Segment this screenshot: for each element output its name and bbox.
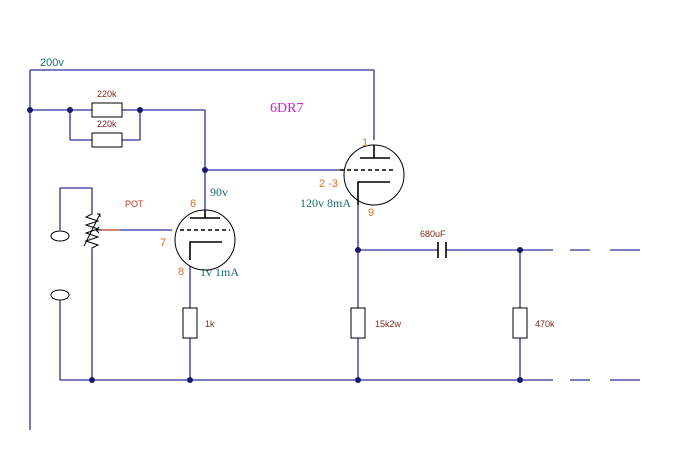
junction-dot bbox=[67, 107, 73, 113]
junction-dot bbox=[355, 247, 361, 253]
v2-cathode-voltage: 120v 8mA bbox=[300, 196, 351, 210]
capacitor-label: 680uF bbox=[420, 229, 446, 239]
resistor-15k2w bbox=[350, 307, 366, 339]
resistor-1k-label: 1k bbox=[205, 319, 215, 329]
v2-plate-pin: 1 bbox=[362, 137, 368, 149]
supply-voltage-label: 200v bbox=[40, 57, 64, 69]
tube-type-label: 6DR7 bbox=[270, 101, 303, 116]
v1-cathode-voltage: 1v 1mA bbox=[200, 265, 239, 279]
resistor-470k-label: 470k bbox=[535, 319, 555, 329]
tube-v1 bbox=[174, 209, 236, 271]
junction-dot bbox=[137, 107, 143, 113]
resistor-220k-bottom bbox=[91, 132, 123, 148]
junction-dot bbox=[517, 247, 523, 253]
v1-cathode-pin: 8 bbox=[178, 266, 184, 278]
resistor-15k2w-label: 15k2w bbox=[375, 319, 402, 329]
v2-cathode-pin: 9 bbox=[368, 207, 374, 219]
wiring bbox=[29, 69, 640, 430]
resistor-1k bbox=[182, 307, 198, 339]
resistors bbox=[91, 102, 528, 339]
input-jack-signal bbox=[50, 230, 70, 242]
junction-dot bbox=[27, 107, 33, 113]
v1-plate-pin: 6 bbox=[190, 198, 196, 210]
resistor-220k-top bbox=[91, 102, 123, 118]
junction-dot bbox=[89, 377, 95, 383]
junction-dot bbox=[187, 377, 193, 383]
potentiometer bbox=[83, 210, 102, 250]
pot-label: POT bbox=[125, 199, 144, 209]
junctions bbox=[27, 107, 523, 383]
junction-dot bbox=[517, 377, 523, 383]
capacitor-680uf bbox=[437, 242, 447, 258]
junction-dot bbox=[355, 377, 361, 383]
junction-dot bbox=[202, 167, 208, 173]
resistor-220k-bottom-label: 220k bbox=[97, 119, 117, 129]
v1-grid-pin: 7 bbox=[160, 237, 166, 249]
v2-grid-pin: 2 -3 bbox=[319, 178, 338, 190]
v1-plate-voltage: 90v bbox=[210, 185, 228, 199]
resistor-470k bbox=[512, 307, 528, 339]
resistor-220k-top-label: 220k bbox=[97, 89, 117, 99]
tube-v2 bbox=[340, 144, 405, 206]
input-jack-ground bbox=[50, 289, 70, 301]
